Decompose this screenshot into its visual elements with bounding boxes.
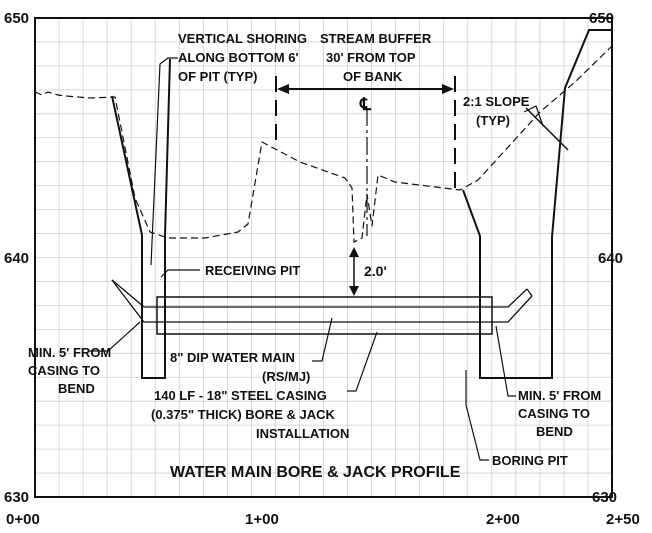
casing-label-line-3: INSTALLATION (256, 426, 349, 441)
water-main-label-line-2: (RS/MJ) (262, 369, 310, 384)
elev-label-630-left: 630 (4, 489, 29, 506)
station-label-0: 0+00 (6, 511, 40, 528)
profile-title: WATER MAIN BORE & JACK PROFILE (170, 464, 461, 481)
station-label-100: 1+00 (245, 511, 279, 528)
shoring-label-line-2: ALONG BOTTOM 6' (178, 50, 299, 65)
elev-label-650-left: 650 (4, 10, 29, 27)
min-left-label-line-2: CASING TO (28, 363, 100, 378)
steel-casing (156, 296, 493, 335)
existing-ground-line (34, 45, 613, 243)
boring-pit-outline (462, 29, 611, 379)
casing-label-line-1: 140 LF - 18" STEEL CASING (154, 388, 327, 403)
slope-label-line-2: (TYP) (476, 113, 510, 128)
elev-label-640-left: 640 (4, 250, 29, 267)
receiving-pit-outline (111, 58, 171, 379)
min-left-label-line-3: BEND (58, 381, 95, 396)
elev-label-650-right: 650 (589, 10, 614, 27)
plot-frame (34, 17, 613, 498)
water-main-label-line-1: 8" DIP WATER MAIN (170, 350, 295, 365)
buffer-label-line-3: OF BANK (343, 69, 403, 84)
elev-label-630-right: 630 (592, 489, 617, 506)
station-label-200: 2+00 (486, 511, 520, 528)
casing-label-line-2: (0.375" THICK) BORE & JACK (151, 407, 335, 422)
boring-pit-slope-line (525, 107, 569, 151)
buffer-arrow-right (442, 84, 454, 94)
left-pipe-end (111, 279, 119, 289)
slope-label-line-1: 2:1 SLOPE (463, 94, 530, 109)
buffer-arrow-left (277, 84, 289, 94)
clearance-arrow-bottom (349, 286, 359, 296)
clearance-arrow-top (349, 247, 359, 257)
min-right-label-line-2: CASING TO (518, 406, 590, 421)
right-pipe-end (526, 288, 533, 297)
shoring-label-line-3: OF PIT (TYP) (178, 69, 257, 84)
min-right-label-line-1: MIN. 5' FROM (518, 388, 601, 403)
receiving-pit-label: RECEIVING PIT (205, 263, 300, 278)
boring-pit-label: BORING PIT (492, 453, 568, 468)
water-main-pipe-top (111, 279, 528, 308)
clearance-label: 2.0' (364, 263, 387, 279)
station-label-250: 2+50 (606, 511, 640, 528)
min-left-label-line-1: MIN. 5' FROM (28, 345, 111, 360)
water-main-pipe-bottom (117, 287, 533, 323)
shoring-label-line-1: VERTICAL SHORING (178, 31, 307, 46)
centerline-symbol: ℄ (359, 95, 372, 114)
leader-lines (88, 57, 544, 461)
min-right-label-line-3: BEND (536, 424, 573, 439)
buffer-label-line-1: STREAM BUFFER (320, 31, 432, 46)
elev-label-640-right: 640 (598, 250, 623, 267)
buffer-label-line-2: 30' FROM TOP (326, 50, 416, 65)
